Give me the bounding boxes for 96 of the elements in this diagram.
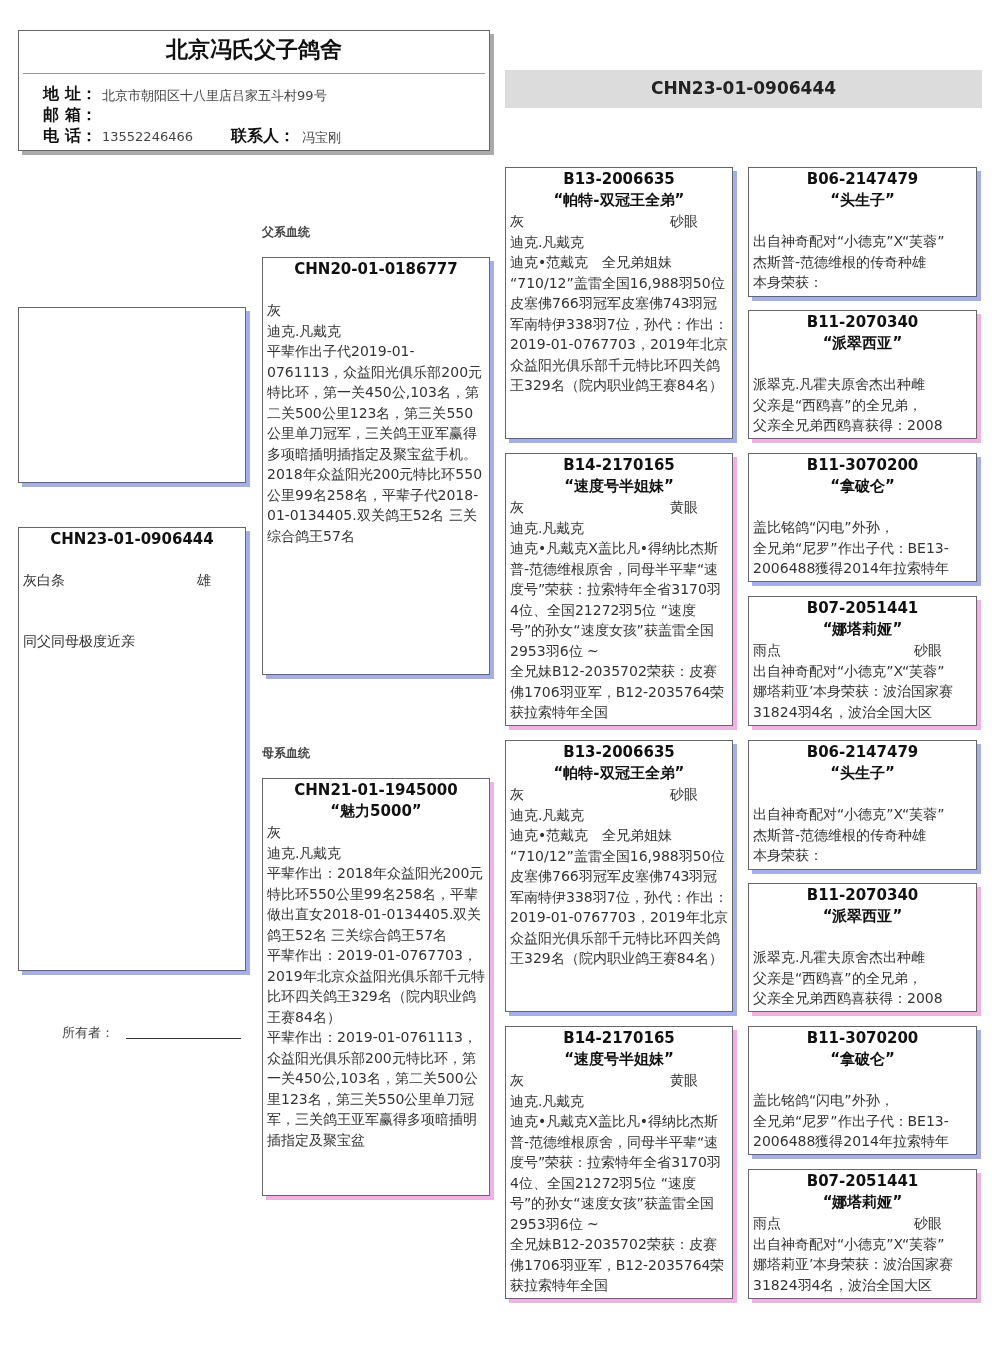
pigeon-name: “速度号半姐妹”: [563, 476, 675, 497]
description-text: 灰: [267, 301, 282, 320]
ring-number: B11-2070340: [805, 312, 920, 333]
description-text: 平辈作出子代2019-01-0761113，众益阳光俱乐部200元特比环，第一关450公,103名，第二关500公里123名，第三关550公里单刀冠军，三关鸽王亚军赢得多项暗插明插指定及聚宝盆手机。2018年众益阳光200元特比环550公里99名258名，平辈子代2018-01-0134405.双关鸽王52名 三关综合鸽王57名: [267, 342, 484, 546]
description-text: 出自神奇配对“小德克”X“芙蓉”: [753, 805, 946, 824]
description-text: 迪克•范戴克 全兄弟姐妹: [510, 826, 674, 845]
color-text: 雨点: [753, 1214, 781, 1233]
description-text: 杰斯普-范德维根的传奇种雄: [753, 252, 928, 272]
field-label: 联系人：: [231, 126, 295, 147]
pigeon-name: “娜塔莉娅”: [821, 1192, 904, 1213]
description-text: 出自神奇配对“小德克”X“芙蓉”: [753, 1234, 946, 1254]
description-text: 同父同母极度近亲: [23, 631, 136, 651]
description-text: 出自神奇配对“小德克”X“芙蓉”: [753, 232, 946, 251]
description-text: 娜塔莉亚’本身荣获：波治国家赛31824羽4名，波治全国大区: [753, 682, 955, 722]
ring-number: B11-3070200: [805, 455, 920, 476]
ring-number: B07-2051441: [805, 598, 920, 619]
description-text: 迪克.凡戴克: [267, 843, 343, 863]
description-text: 父亲全兄弟西鸥喜获得：2008: [753, 989, 944, 1008]
field-label: 电 话：: [43, 126, 97, 147]
pigeon-name: “拿破仑”: [829, 476, 896, 497]
description-text: 迪克.凡戴克: [510, 1091, 586, 1111]
description-text: 平辈作出：2019-01-0761113，众益阳光俱乐部200元特比环，第一关450公,103名，第二关500公里123名，第三关550公里单刀冠军，三关鸽王亚军赢得多项暗插明插指定及聚宝盆: [267, 1028, 479, 1150]
description-text: 本身荣获：: [753, 273, 824, 292]
pigeon-name: “帕特-双冠王全弟”: [552, 190, 686, 211]
description-text: 迪克.凡戴克: [510, 518, 586, 538]
pigeon-name: “魅力5000”: [329, 801, 423, 822]
pigeon-name: “派翠西亚”: [821, 333, 904, 354]
description-text: 迪克•凡戴克X盖比凡•得纳比杰斯普-范德维根原舍，同母半平辈“速度号”荣获：拉索特年全省3170羽4位、全国21272羽5位 “速度号”的孙女“速度女孩”获盖雷全国2953羽6位 ~: [510, 1112, 722, 1234]
description-text: 出自神奇配对“小德克”X“芙蓉”: [753, 661, 946, 681]
description-text: 派翠克.凡霍夫原舍杰出种雌: [753, 375, 927, 394]
field-value: 北京市朝阳区十八里店吕家五斗村99号: [102, 87, 327, 105]
description-text: 迪克.凡戴克: [510, 232, 586, 252]
header-band: [505, 70, 982, 108]
field-value: 冯宝刚: [302, 129, 341, 147]
pigeon-name: “派翠西亚”: [821, 906, 904, 927]
ring-number: B13-2006635: [562, 742, 676, 763]
description-text: 父亲全兄弟西鸥喜获得：2008: [753, 416, 944, 435]
ring-number: B11-3070200: [805, 1028, 920, 1049]
ring-number: B13-2006635: [562, 169, 676, 190]
pigeon-name: “拿破仑”: [829, 1049, 896, 1070]
pigeon-name: “娜塔莉娅”: [821, 619, 904, 640]
description-text: 娜塔莉亚’本身荣获：波治国家赛31824羽4名，波治全国大区: [753, 1255, 955, 1295]
detail-text: 砂眼: [914, 1214, 942, 1233]
color-text: 灰: [510, 212, 524, 231]
description-text: 灰: [267, 823, 282, 842]
ring-number: CHN20-01-0186777: [293, 259, 459, 280]
ring-number: B14-2170165: [562, 1028, 676, 1049]
section-label: 母系血统: [262, 745, 310, 762]
ring-number: CHN21-01-1945000: [293, 780, 459, 801]
description-text: 全兄妹B12-2035702荣获：皮赛佛1706羽亚军，B12-2035764荣获拉索特年全国: [510, 1235, 726, 1295]
description-text: 迪克.凡戴克: [510, 805, 586, 825]
ring-number: B07-2051441: [805, 1171, 920, 1192]
description-text: “710/12”盖雷全国16,988羽50位皮塞佛766羽冠军皮塞佛743羽冠军南特伊338羽7位，孙代：作出：2019-01-0767703，2019年北京众益阳光俱乐部千元特比环四关鸽王329名（院内职业鸽王赛84名）: [510, 846, 728, 968]
description-text: 本身荣获：: [753, 846, 824, 865]
pigeon-name: “头生子”: [829, 190, 896, 211]
color-text: 灰: [510, 785, 524, 804]
ring-number: B14-2170165: [562, 455, 676, 476]
description-text: 平辈作出：2018年众益阳光200元特比环550公里99名258名，平辈做出直女2018-01-0134405.双关鸽王52名 三关综合鸽王57名: [267, 864, 485, 945]
description-text: “710/12”盖雷全国16,988羽50位皮塞佛766羽冠军皮塞佛743羽冠军南特伊338羽7位，孙代：作出：2019-01-0767703，2019年北京众益阳光俱乐部千元特比环四关鸽王329名（院内职业鸽王赛84名）: [510, 273, 728, 395]
pigeon-name: “头生子”: [829, 763, 896, 784]
description-text: 全兄妹B12-2035702荣获：皮赛佛1706羽亚军，B12-2035764荣获拉索特年全国: [510, 662, 726, 722]
description-text: 迪克•范戴克 全兄弟姐妹: [510, 253, 674, 272]
detail-text: 砂眼: [670, 785, 698, 804]
description-text: 迪克•凡戴克X盖比凡•得纳比杰斯普-范德维根原舍，同母半平辈“速度号”荣获：拉索特年全省3170羽4位、全国21272羽5位 “速度号”的孙女“速度女孩”获盖雷全国2953羽6位 ~: [510, 539, 722, 661]
color-text: 灰: [510, 1071, 524, 1090]
description-text: 杰斯普-范德维根的传奇种雄: [753, 825, 928, 845]
field-value: 13552246466: [102, 129, 193, 144]
field-label: 所有者：: [62, 1024, 114, 1042]
description-text: 全兄弟“尼罗”作出子代：BE13-2006488獲得2014年拉索特年: [753, 538, 950, 578]
field-label: 地 址：: [43, 84, 97, 105]
description-text: 全兄弟“尼罗”作出子代：BE13-2006488獲得2014年拉索特年: [753, 1111, 950, 1151]
ring-number: CHN23-01-0906444: [49, 529, 215, 550]
ring-number: CHN23-01-0906444: [649, 78, 838, 98]
detail-text: 砂眼: [914, 641, 942, 660]
page-title: 北京冯氏父子鸽舍: [164, 36, 343, 64]
description-text: 盖比铭鸽“闪电”外孙，: [753, 518, 895, 537]
description-text: 平辈作出：2019-01-0767703，2019年北京众益阳光俱乐部千元特比环四关鸽王329名（院内职业鸽王赛84名）: [267, 946, 485, 1027]
pigeon-name: “速度号半姐妹”: [563, 1049, 675, 1070]
description-text: 父亲是“西鸥喜”的全兄弟，: [753, 968, 923, 988]
color-text: 灰: [510, 498, 524, 517]
description-text: 父亲是“西鸥喜”的全兄弟，: [753, 395, 923, 415]
ring-number: B06-2147479: [805, 169, 920, 190]
color-text: 雨点: [753, 641, 781, 660]
ring-number: B06-2147479: [805, 742, 920, 763]
ring-number: B11-2070340: [805, 885, 920, 906]
detail-text: 黄眼: [670, 498, 698, 517]
color-text: 灰白条: [23, 571, 65, 590]
description-text: 派翠克.凡霍夫原舍杰出种雌: [753, 948, 927, 967]
detail-text: 雄: [197, 571, 211, 590]
description-text: 迪克.凡戴克: [267, 321, 343, 341]
detail-text: 砂眼: [670, 212, 698, 231]
section-label: 父系血统: [262, 224, 310, 241]
field-label: 邮 箱：: [43, 105, 97, 126]
pigeon-name: “帕特-双冠王全弟”: [552, 763, 686, 784]
description-text: 盖比铭鸽“闪电”外孙，: [753, 1091, 895, 1110]
detail-text: 黄眼: [670, 1071, 698, 1090]
